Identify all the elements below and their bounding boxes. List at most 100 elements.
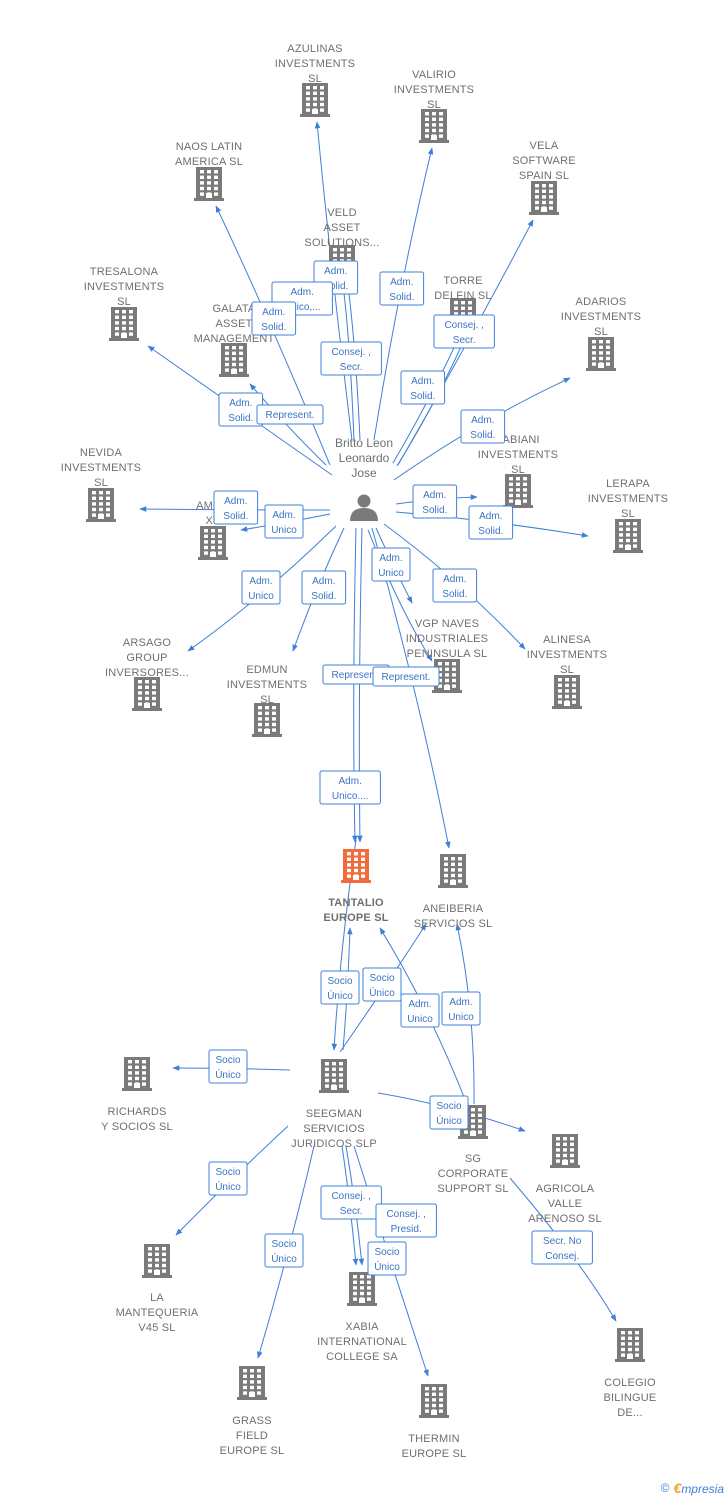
relation-tag-r-edmun[interactable]: Adm.Solid. — [301, 570, 347, 605]
relation-tag-r-vela[interactable]: Adm.Solid. — [400, 370, 446, 405]
relation-label-line: Consej. , — [331, 1191, 370, 1202]
company-node-arsago[interactable]: ARSAGOGROUPINVERSORES... — [105, 637, 189, 711]
company-name-line: SL — [260, 694, 274, 706]
relation-label-line: Socio — [327, 976, 352, 987]
relation-tag-r-vgp[interactable]: Adm.Unico — [371, 547, 411, 582]
company-name-line: EDMUN — [246, 664, 287, 676]
company-name-line: SERVICIOS — [303, 1123, 365, 1135]
company-name-line: GALATA — [213, 303, 256, 315]
relation-label-line: Único — [327, 989, 353, 1002]
building-icon-focus — [341, 849, 371, 883]
company-name-line: TRESALONA — [90, 266, 159, 278]
relation-tag-r-arsago[interactable]: Adm.Unico — [241, 570, 281, 605]
building-icon — [550, 1134, 580, 1168]
company-name-line: SOLUTIONS... — [304, 237, 379, 249]
company-name-line: DELFIN SL — [434, 290, 491, 302]
company-name-line: INTERNATIONAL — [317, 1336, 407, 1348]
relation-tag-r-sg-aneiberia[interactable]: Adm.Unico — [441, 991, 481, 1026]
relation-label-line: Socio — [374, 1247, 399, 1258]
empresia-logo[interactable]: €mpresia — [673, 1480, 724, 1496]
relation-label-line: Adm. — [312, 576, 335, 587]
relation-label-line: Solid. — [410, 391, 435, 402]
building-icon — [237, 1366, 267, 1400]
relation-label-line: Adm. — [339, 776, 362, 787]
company-name-line: AZULINAS — [287, 43, 342, 55]
relation-label-line: Adm. — [272, 510, 295, 521]
relation-tag-r-veld-consej[interactable]: Consej. ,Secr. — [320, 341, 382, 376]
company-name-line: SL — [511, 464, 525, 476]
relation-tag-r-amgr[interactable]: Adm.Unico — [264, 504, 304, 539]
company-name-line: ASSET — [323, 222, 360, 234]
relation-tag-r-fabiani[interactable]: Adm.Solid. — [412, 484, 458, 519]
relation-tag-r-xabia-consej[interactable]: Consej. ,Secr. — [320, 1185, 382, 1220]
relation-tag-r-sg-tantalio[interactable]: Adm.Unico — [400, 993, 440, 1028]
building-icon — [613, 519, 643, 553]
relation-tag-r-torre-consej[interactable]: Consej. ,Secr. — [433, 314, 495, 349]
relation-tag-r-valirio[interactable]: Adm.Solid. — [379, 271, 425, 306]
company-name-line: SUPPORT SL — [437, 1183, 508, 1195]
relation-tag-r-adarios[interactable]: Adm.Solid. — [460, 409, 506, 444]
relation-label-line: Adm. — [443, 574, 466, 585]
company-name-line: FIELD — [236, 1430, 268, 1442]
company-name-line: SL — [427, 99, 441, 111]
relation-tag-r-nevida[interactable]: Adm.Solid. — [213, 490, 259, 525]
copyright-symbol: © — [660, 1481, 670, 1495]
company-name-line: DE... — [617, 1407, 642, 1419]
person-name-line: Britto Leon — [335, 436, 393, 450]
relation-label-line: Solid. — [478, 526, 503, 537]
relation-tag-r-tantalio-adm[interactable]: Adm.Unico.... — [319, 770, 381, 805]
company-name-line: RICHARDS — [107, 1106, 166, 1118]
relation-tag-r-vgp-rep[interactable]: Represent. — [372, 666, 440, 687]
relation-label-line: Socio — [369, 973, 394, 984]
relation-tag-r-galata[interactable]: Represent. — [256, 404, 324, 425]
relation-label-line: Solid. — [422, 505, 447, 516]
company-name-line: INVESTMENTS — [588, 493, 668, 505]
company-node-edmun[interactable]: EDMUN INVESTMENTS SL — [227, 664, 307, 737]
relation-tags-layer: Adm.Solid.Adm.Solid.Adm.Unico,...Adm.Sol… — [208, 260, 593, 1276]
relation-tag-r-naos[interactable]: Adm.Solid. — [251, 301, 297, 336]
relation-tag-r-lerapa[interactable]: Adm.Solid. — [468, 505, 514, 540]
company-name-line: CORPORATE — [438, 1168, 509, 1180]
company-name-line: INVESTMENTS — [227, 679, 307, 691]
relation-label-line: Secr. — [340, 362, 363, 373]
building-icon — [109, 307, 139, 341]
relation-tag-r-alinesa[interactable]: Adm.Solid. — [432, 568, 478, 603]
relation-label-line: Adm. — [471, 415, 494, 426]
relation-tag-r-xabia-presid[interactable]: Consej. ,Presid. — [375, 1203, 437, 1238]
company-node-colegio[interactable]: COLEGIOBILINGUEDE... — [604, 1328, 657, 1419]
relation-label-line: Unico — [407, 1014, 433, 1025]
relation-tag-r-tresalona[interactable]: Adm.Solid. — [218, 392, 264, 427]
